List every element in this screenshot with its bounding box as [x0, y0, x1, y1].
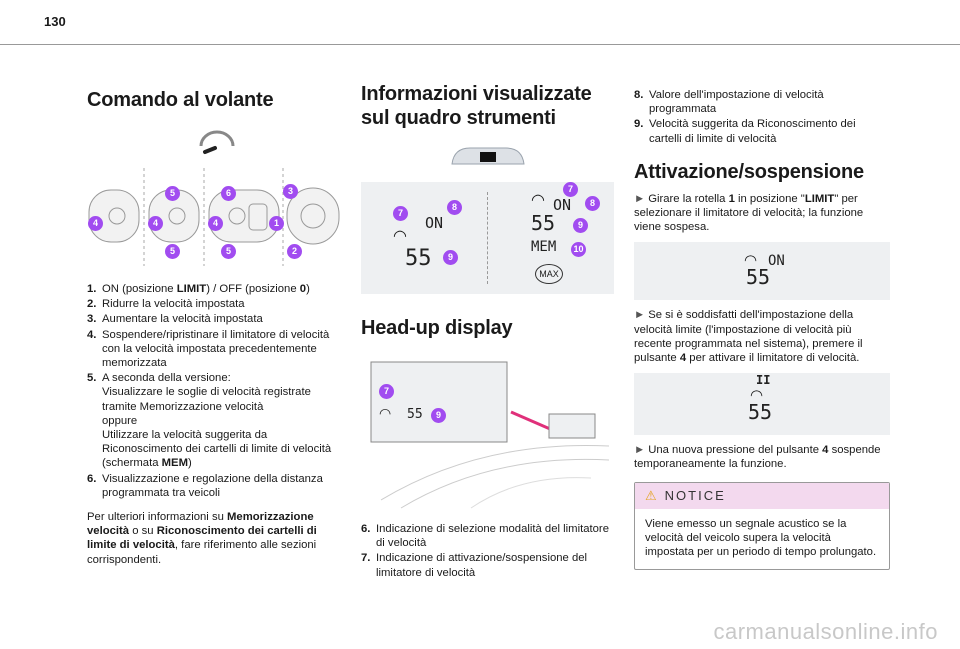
step-paragraph: ►Se si è soddisfatti dell'impostazione d… [634, 309, 863, 365]
notice-box: ⚠ NOTICE Viene emesso un segnale acustico… [634, 481, 890, 571]
notice-body: Viene emesso un segnale acustico se la v… [645, 517, 877, 559]
max-label: MAX [535, 264, 563, 284]
hud-drawing [370, 361, 610, 509]
speedometer-icon: ◠ [750, 387, 764, 405]
callout-badge: 6 [221, 186, 236, 201]
speedometer-icon: ◠ [744, 252, 758, 270]
callout-badge: 8 [585, 196, 600, 211]
list-text: Indicazione di selezione modalità del li… [376, 523, 609, 550]
callout-badge: 4 [88, 216, 103, 231]
instrument-cluster-icon [450, 147, 525, 165]
list-item: 8.Valore dell'impostazione di velocità p… [634, 89, 824, 116]
set-speed-value: 55 [531, 211, 556, 235]
display-indication-list: 6.Indicazione di selezione modalità del … [361, 522, 614, 580]
list-text: ON (posizione LIMIT) / OFF (posizione 0) [102, 283, 310, 295]
list-item: 1.ON (posizione LIMIT) / OFF (posizione … [87, 283, 310, 295]
list-text: Velocità suggerita da Riconoscimento dei… [649, 118, 856, 145]
step-paragraph: ►Una nuova pressione del pulsante 4 sosp… [634, 444, 881, 471]
page-number: 130 [44, 14, 66, 29]
callout-badge: 7 [379, 384, 394, 399]
display-indication-list-continued: 8.Valore dell'impostazione di velocità p… [634, 88, 890, 146]
callout-badge: 9 [431, 408, 446, 423]
top-rule [0, 44, 960, 45]
speedometer-icon: ◠ [531, 192, 545, 209]
speedometer-icon: ◠ [393, 228, 407, 245]
list-text: Valore dell'impostazione di velocità pro… [649, 89, 824, 116]
notice-header: ⚠ NOTICE [635, 482, 889, 509]
steering-control-list: 1.ON (posizione LIMIT) / OFF (posizione … [87, 282, 345, 500]
callout-badge: 4 [148, 216, 163, 231]
list-text: Ridurre la velocità impostata [102, 298, 245, 311]
callout-badge: 5 [165, 186, 180, 201]
notice-title: NOTICE [664, 487, 726, 503]
callout-badge: 7 [393, 206, 408, 221]
column-instrument-panel: Informazioni visualizzate sul quadro str… [361, 60, 614, 581]
hud-speed-value: 55 [407, 407, 423, 422]
arrow-bullet-icon: ► [634, 192, 646, 205]
list-text: Sospendere/ripristinare il limitatore di… [102, 328, 330, 370]
callout-badge: 9 [573, 218, 588, 233]
arrow-bullet-icon: ► [634, 444, 646, 457]
set-speed-value: 55 [748, 400, 773, 425]
speedometer-icon: ◠ [379, 405, 392, 421]
column-activation: 8.Valore dell'impostazione di velocità p… [634, 60, 890, 571]
heading-steering-control: Comando al volante [87, 89, 274, 111]
set-speed-value: 55 [746, 265, 771, 290]
arrow-bullet-icon: ► [634, 309, 646, 322]
callout-badge: 8 [447, 200, 462, 215]
callout-badge: 5 [165, 244, 180, 259]
callout-badge: 4 [208, 216, 223, 231]
list-text: Aumentare la velocità impostata [102, 313, 263, 326]
display-suspended-illustration: ◠ ON 55 [634, 242, 890, 301]
steering-wheel-icon [199, 130, 235, 154]
column-steering-control: Comando al volante 4 5 4 5 6 4 5 1 3 2 [87, 60, 345, 567]
list-text: Visualizzazione e regolazione della dist… [102, 472, 323, 499]
heading-head-up-display: Head-up display [361, 317, 513, 339]
display-active-illustration: II ◠ 55 [634, 373, 890, 436]
callout-badge: 5 [221, 244, 236, 259]
warning-triangle-icon: ⚠ [645, 487, 657, 503]
list-item: 6.Visualizzazione e regolazione della di… [87, 472, 323, 499]
list-item: 4.Sospendere/ripristinare il limitatore … [87, 328, 330, 370]
callout-badge: 10 [571, 242, 586, 257]
callout-badge: 1 [269, 216, 284, 231]
set-speed-value: 55 [405, 246, 432, 271]
hud-illustration: ◠ 55 7 9 [361, 350, 614, 514]
heading-instrument-info: Informazioni visualizzate sul quadro str… [361, 83, 592, 129]
pause-symbol: II [756, 373, 771, 388]
cross-reference-paragraph: Per ulteriori informazioni su Memorizzaz… [87, 511, 317, 566]
list-text: Indicazione di attivazione/sospensione d… [376, 552, 588, 579]
heading-activation: Attivazione/sospensione [634, 160, 864, 183]
instrument-display-illustration: ◠ ON 55 7 8 9 ◠ ON 55 MEM MAX 7 8 9 10 [361, 182, 614, 294]
list-text: A seconda della versione:Visualizzare le… [102, 372, 332, 470]
callout-badge: 7 [563, 182, 578, 197]
on-label: ON [553, 196, 572, 214]
steering-control-illustration: 4 5 4 5 6 4 5 1 3 2 [87, 120, 345, 268]
on-label: ON [425, 214, 444, 232]
divider [487, 192, 488, 284]
mem-label: MEM [531, 239, 557, 255]
list-item: 7.Indicazione di attivazione/sospensione… [361, 552, 588, 579]
callout-badge: 3 [283, 184, 298, 199]
list-item: 5.A seconda della versione:Visualizzare … [87, 372, 332, 470]
on-label: ON [768, 253, 785, 270]
list-item: 6.Indicazione di selezione modalità del … [361, 523, 609, 550]
list-item: 3.Aumentare la velocità impostata [87, 313, 263, 326]
step-paragraph: ►Girare la rotella 1 in posizione "LIMIT… [634, 192, 864, 234]
watermark: carmanualsonline.info [713, 619, 938, 644]
list-item: 9.Velocità suggerita da Riconoscimento d… [634, 118, 856, 145]
list-item: 2.Ridurre la velocità impostata [87, 298, 245, 311]
callout-badge: 9 [443, 250, 458, 265]
steering-switches-drawing [88, 168, 340, 266]
callout-badge: 2 [287, 244, 302, 259]
